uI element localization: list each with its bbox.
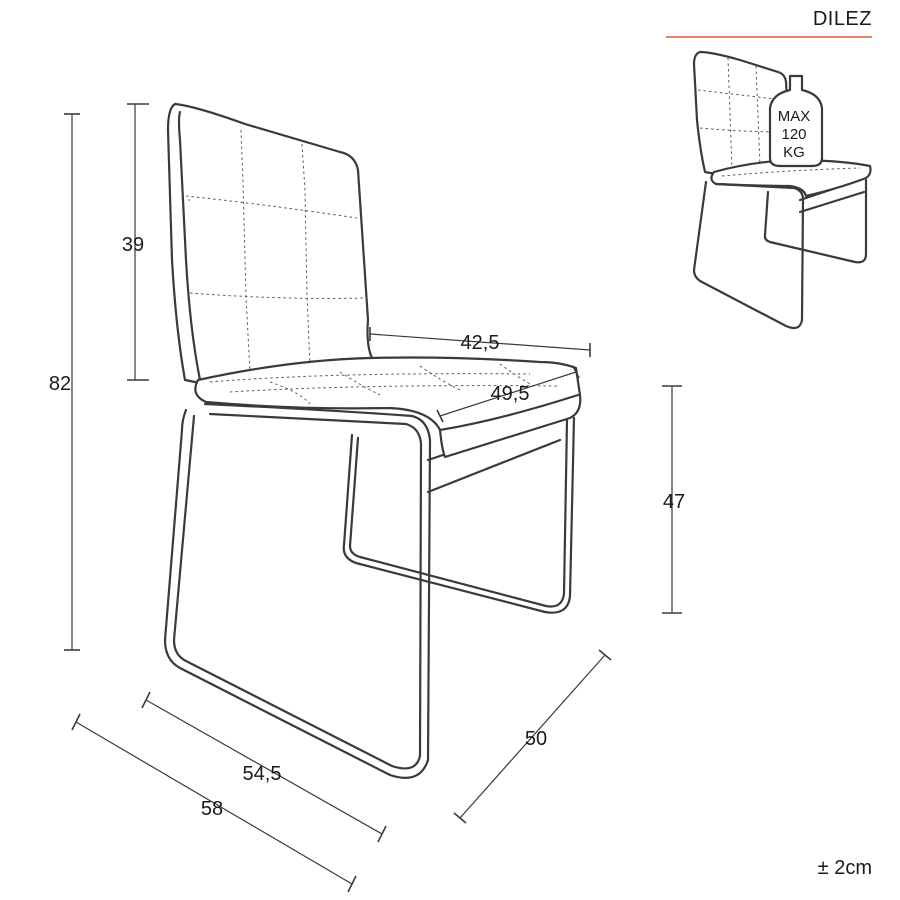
brand-underline: [666, 36, 872, 38]
dim-seat-height: 47: [663, 491, 685, 513]
rear-sled-inner: [348, 418, 569, 608]
dim-width: 50: [525, 728, 547, 750]
dim-seat-depth: 42,5: [461, 332, 500, 354]
weight-bottle-icon: [768, 74, 824, 168]
tolerance-note: ± 2cm: [817, 857, 872, 879]
dim-depth-outer: 58: [201, 798, 223, 820]
seat-cushion: [194, 356, 582, 459]
dim-depth-inner: 54,5: [243, 763, 282, 785]
brand-name: DILEZ: [812, 8, 872, 30]
dim-back-height: 39: [122, 234, 144, 256]
seat-stitching: [209, 363, 561, 405]
front-sled: [163, 402, 432, 779]
backrest-stitching: [185, 129, 368, 373]
load-badge-line2: 120: [781, 126, 806, 143]
front-sled-inner: [172, 412, 423, 770]
load-badge-line1: MAX: [778, 108, 811, 125]
backrest-front-edge: [177, 110, 202, 382]
dim-seat-width: 49,5: [491, 383, 530, 405]
thumbnail-chair: [692, 50, 872, 330]
backrest: [166, 102, 374, 386]
rear-sled: [342, 416, 576, 614]
dim-total-height: 82: [49, 373, 71, 395]
main-chair: [163, 102, 582, 779]
seat-front-edge: [438, 393, 580, 432]
load-badge-line3: KG: [783, 144, 805, 161]
dimension-lines: [64, 103, 682, 893]
